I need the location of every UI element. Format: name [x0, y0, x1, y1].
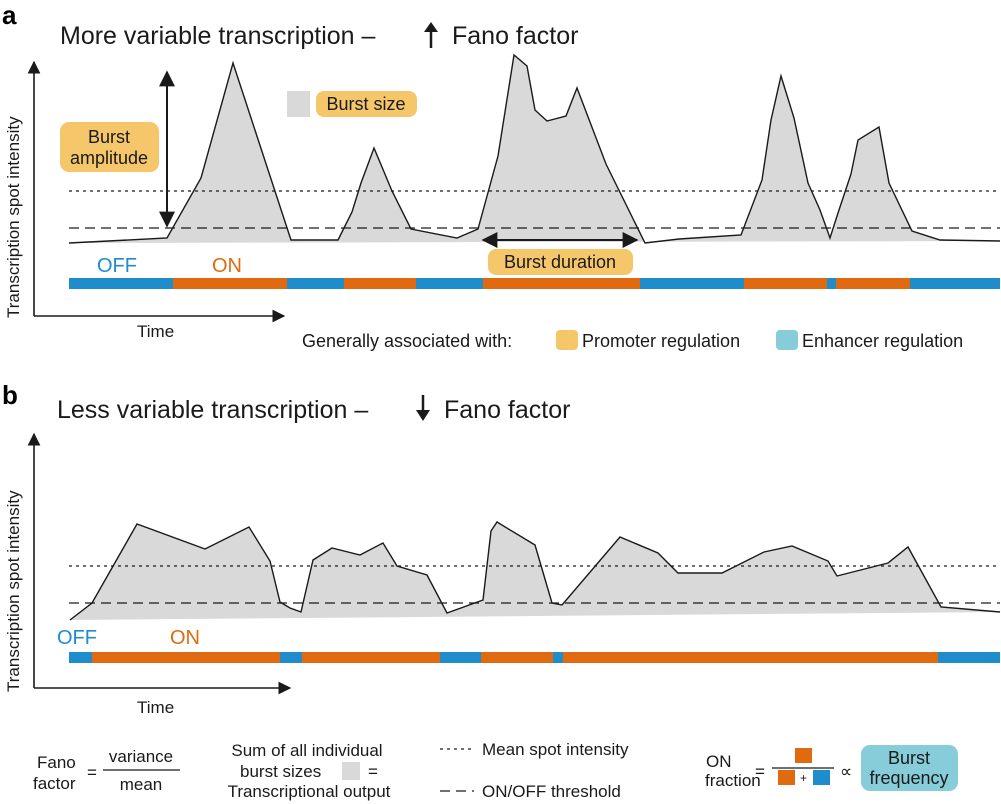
bottom-legend: Fano factor = variance mean Sum of all i…: [33, 740, 958, 801]
on-label: ON: [212, 255, 242, 277]
enhancer-swatch: [776, 330, 798, 350]
promoter-label: Promoter regulation: [582, 331, 740, 351]
burst-size-badge: [316, 91, 417, 117]
y-axis-label: Transcription spot intensity: [4, 490, 23, 692]
burst-amplitude-label-1: Burst: [88, 127, 130, 147]
burst-size-swatch: [287, 91, 310, 117]
state-bar-a: [69, 278, 1000, 289]
up-arrow-icon: [424, 22, 438, 48]
panel-a-letter: a: [2, 0, 17, 30]
off-label: OFF: [97, 255, 137, 277]
on-swatch-denominator: [778, 770, 795, 785]
state-bar-b: [69, 652, 1000, 663]
fano-label-1: Fano: [37, 753, 76, 772]
associated-label: Generally associated with:: [302, 331, 512, 351]
promoter-swatch: [556, 330, 578, 350]
on-fraction-equals: =: [755, 762, 765, 781]
burst-amplitude-label-2: amplitude: [70, 148, 148, 168]
burst-size-label: Burst size: [326, 94, 405, 114]
panel-b-title: Less variable transcription –: [57, 396, 368, 424]
panel-b-letter: b: [2, 380, 18, 410]
sum-equals: =: [368, 762, 378, 781]
plus-sign: +: [800, 771, 807, 785]
burst-duration-badge: [488, 249, 633, 275]
threshold-label: ON/OFF threshold: [482, 782, 621, 801]
burst-amplitude-badge: [60, 122, 159, 172]
on-label: ON: [170, 627, 200, 649]
proportional-sign: ∝: [840, 762, 852, 781]
burst-duration-label: Burst duration: [504, 252, 616, 272]
on-fraction-label-2: fraction: [705, 771, 761, 790]
burst-frequency-label-2: frequency: [869, 768, 948, 788]
fano-equals: =: [87, 763, 97, 782]
down-arrow-icon: [416, 395, 430, 421]
fano-label-2: factor: [33, 774, 76, 793]
burst-size-swatch: [342, 762, 360, 780]
on-fraction-label-1: ON: [706, 752, 732, 771]
off-label: OFF: [57, 627, 97, 649]
x-axis-label: Time: [137, 698, 174, 717]
panel-a-title: More variable transcription –: [60, 22, 376, 50]
fano-numerator: variance: [109, 747, 173, 766]
intensity-trace: [69, 521, 1001, 621]
burst-frequency-label-1: Burst: [888, 748, 930, 768]
panel-b-title-fano: Fano factor: [444, 396, 570, 424]
enhancer-label: Enhancer regulation: [802, 331, 963, 351]
x-axis-label: Time: [137, 322, 174, 341]
burst-frequency-badge: [861, 745, 958, 791]
panel-a: a More variable transcription – Fano fac…: [2, 0, 1001, 351]
off-swatch-denominator: [813, 770, 830, 785]
panel-a-title-fano: Fano factor: [452, 22, 578, 50]
fano-denominator: mean: [120, 775, 163, 794]
y-axis-label: Transcription spot intensity: [4, 116, 23, 318]
intensity-trace: [68, 53, 1001, 244]
on-swatch-numerator: [795, 748, 812, 763]
sum-label-1: Sum of all individual: [231, 741, 382, 760]
panel-b: b Less variable transcription – Fano fac…: [2, 380, 1001, 717]
sum-label-3: Transcriptional output: [228, 782, 391, 801]
mean-intensity-label: Mean spot intensity: [482, 740, 629, 759]
sum-label-2: burst sizes: [240, 762, 321, 781]
